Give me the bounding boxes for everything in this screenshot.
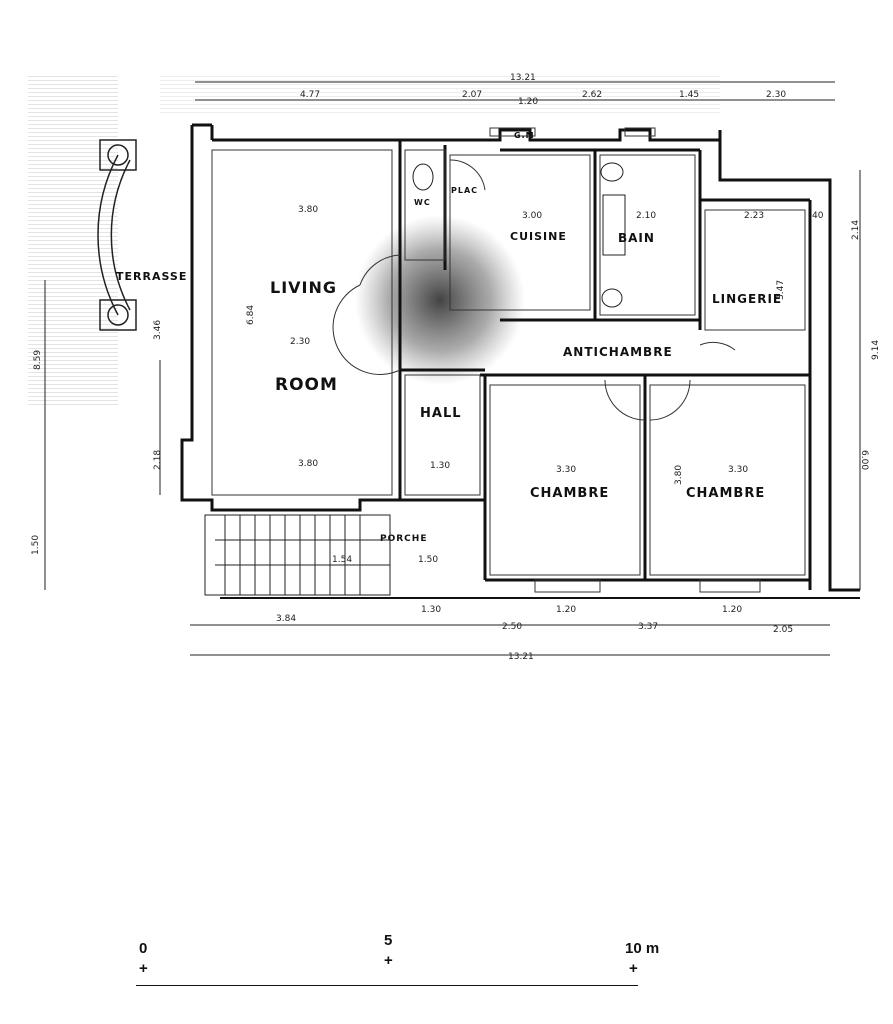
- scan-noise-top: [160, 75, 720, 115]
- dim-bottom-4: 3.37: [638, 622, 658, 632]
- scale-label-10: 10 m: [625, 940, 660, 957]
- room-label-plac: PLAC: [451, 186, 478, 195]
- porch-stairs: [204, 514, 391, 596]
- dim-living-width-2: 3.80: [298, 459, 318, 469]
- dim-chambre-2-width: 3.30: [728, 465, 748, 475]
- dim-top-2: 2.07: [462, 90, 482, 100]
- dim-living-width: 3.80: [298, 205, 318, 215]
- room-label-chambre-1: CHAMBRE: [530, 486, 609, 501]
- room-label-terrasse: TERRASSE: [116, 270, 187, 283]
- room-label-hall: HALL: [420, 406, 462, 421]
- scale-label-0: 0: [139, 940, 148, 957]
- room-label-cuisine: CUISINE: [510, 230, 567, 243]
- dim-cuisine-width: 3.00: [522, 211, 542, 221]
- dim-lingerie-width: 2.23: [744, 211, 764, 221]
- room-label-room: ROOM: [275, 375, 338, 395]
- dim-chambre-1-width: 3.30: [556, 465, 576, 475]
- dim-left-2: 2.18: [153, 450, 163, 470]
- wc-bowl: [412, 163, 434, 191]
- dim-lingerie-depth: 3.47: [776, 280, 786, 300]
- dim-left-1: 3.46: [153, 320, 163, 340]
- dim-bottom-3: 2.50: [502, 622, 522, 632]
- dim-top-5: 1.45: [679, 90, 699, 100]
- room-label-porche: PORCHE: [380, 534, 427, 544]
- dim-right-1: 2.14: [851, 220, 861, 240]
- bidet: [601, 288, 623, 308]
- dim-wall-40: 40: [812, 211, 824, 221]
- dim-left-4: 1.50: [31, 535, 41, 555]
- fixtures: [412, 162, 626, 308]
- dim-living-depth: 6.84: [246, 305, 256, 325]
- dim-left-3: 8.59: [33, 350, 43, 370]
- dim-bottom-2: 1.30: [421, 605, 441, 615]
- dim-top-3: 1.20: [518, 97, 538, 107]
- room-label-lingerie: LINGERIE: [712, 292, 782, 306]
- dim-bain-width: 2.10: [636, 211, 656, 221]
- bathtub-sink: [600, 162, 624, 182]
- dim-bottom-1: 3.84: [276, 614, 296, 624]
- dim-top-4: 2.62: [582, 90, 602, 100]
- dim-right-2: 6.00: [859, 450, 869, 470]
- walls: [180, 123, 860, 599]
- dim-porche-2: 1.50: [418, 555, 438, 565]
- wall-thin: [211, 127, 806, 593]
- dim-top-6: 2.30: [766, 90, 786, 100]
- room-label-gm: G.M: [514, 131, 535, 140]
- scale-bar-line: [136, 985, 638, 986]
- door-swings: [332, 159, 736, 421]
- dim-top-total: 13.21: [510, 73, 536, 83]
- dim-bottom-win-1: 1.20: [556, 605, 576, 615]
- dim-hall-1: 1.30: [430, 461, 450, 471]
- scale-tick-10: +: [629, 960, 638, 977]
- dim-porche-1: 1.54: [332, 555, 352, 565]
- scale-tick-5: +: [384, 952, 393, 969]
- dim-bottom-5: 2.05: [773, 625, 793, 635]
- scan-noise-left: [28, 75, 118, 405]
- dim-chambre-depth: 3.80: [674, 465, 684, 485]
- dimension-lines: [44, 81, 861, 656]
- room-label-living: LIVING: [270, 278, 337, 297]
- room-label-antichambre: ANTICHAMBRE: [563, 345, 673, 359]
- dim-living-mid: 2.30: [290, 337, 310, 347]
- floor-plan: LIVING ROOM TERRASSE CUISINE BAIN LINGER…: [28, 73, 881, 662]
- room-label-bain: BAIN: [618, 231, 655, 245]
- scan-smudge: [355, 215, 525, 385]
- dim-right-3: 9.14: [871, 340, 881, 360]
- scale-label-5: 5: [384, 932, 393, 949]
- terrace: [97, 139, 137, 331]
- dim-bottom-total: 13.21: [508, 652, 534, 662]
- room-label-chambre-2: CHAMBRE: [686, 486, 765, 501]
- scale-tick-0: +: [139, 960, 148, 977]
- room-label-wc: WC: [414, 198, 431, 207]
- dim-top-1: 4.77: [300, 90, 320, 100]
- dim-bottom-win-2: 1.20: [722, 605, 742, 615]
